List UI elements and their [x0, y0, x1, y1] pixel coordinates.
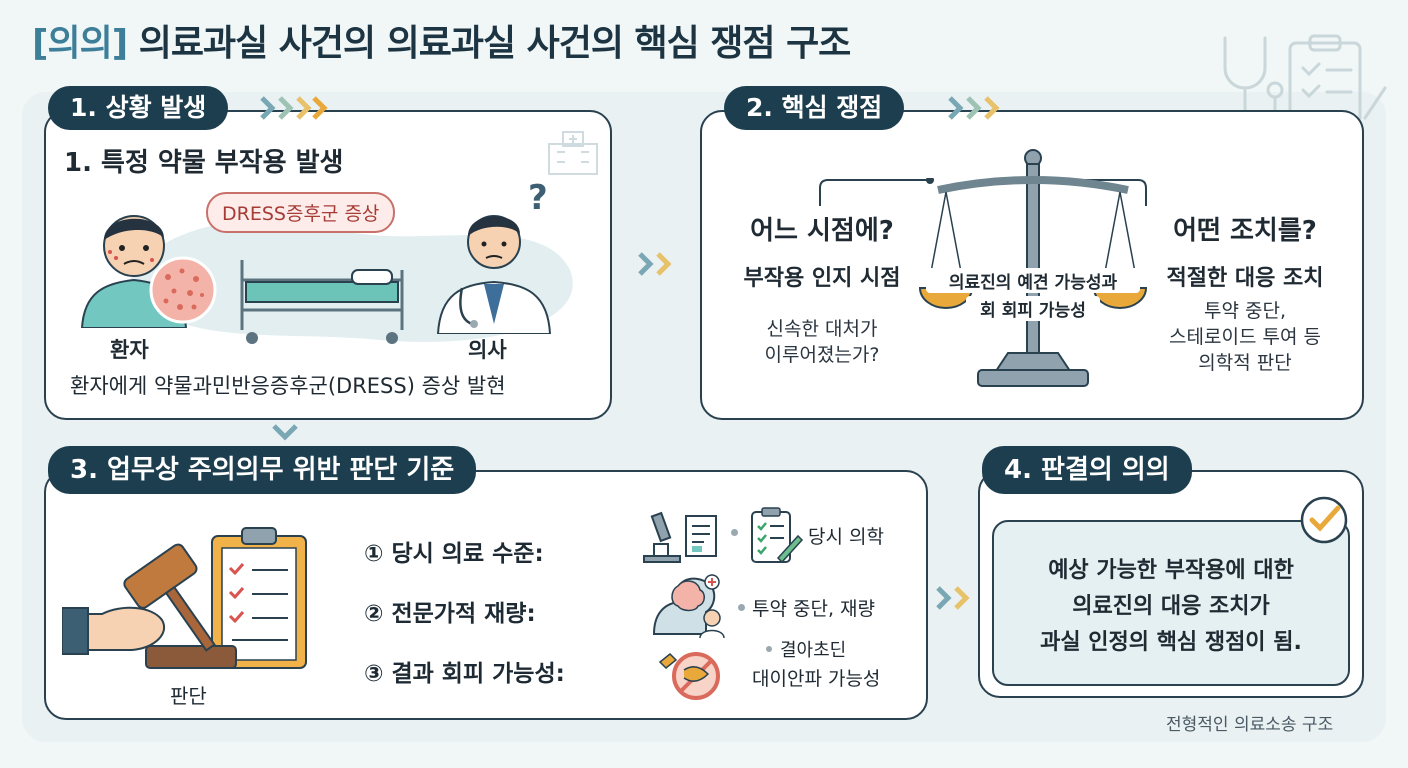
situation-heading: 1. 특정 약물 부작용 발생 — [64, 148, 344, 178]
bullet-dot — [731, 529, 738, 536]
hospital-bed-icon — [240, 260, 404, 344]
note-avoidability-line1: 결아초딘 — [780, 640, 847, 661]
criteria-pill: 3. 업무상 주의의무 위반 판단 기준 — [48, 446, 477, 494]
what-line2: 스테로이드 투여 등 — [1169, 326, 1321, 348]
rash-magnifier-icon — [149, 256, 217, 324]
core-issue-pill: 2. 핵심 쟁점 — [724, 86, 905, 130]
brain-icon — [652, 574, 725, 638]
note-medical-standard: 당시 의학 — [808, 526, 884, 548]
chevron-right-icon — [948, 96, 1000, 120]
when-subtitle: 부작용 인지 시점 — [743, 266, 901, 291]
no-entry-icon — [658, 652, 720, 700]
significance-line3: 과실 인정의 핵심 쟁점이 됨. — [1040, 630, 1302, 655]
hospital-icon — [548, 131, 598, 175]
title-tag: [의의] — [32, 23, 128, 64]
chevron-right-icon — [638, 252, 672, 276]
page-title: [의의] 의료과실 사건의 의료과실 사건의 핵심 쟁점 구조 — [32, 14, 852, 66]
criterion-medical-standard: ① 당시 의료 수준: — [364, 541, 544, 567]
when-line1: 신속한 대처가 — [766, 318, 878, 340]
doctor-illustration — [436, 215, 552, 334]
gavel-label: 판단 — [170, 684, 207, 708]
significance-pill: 4. 판결의 의의 — [982, 446, 1192, 494]
foreseeability-line2: 회 회피 가능성 — [966, 296, 1100, 321]
microscope-icon — [643, 511, 717, 563]
what-subtitle: 적절한 대응 조치 — [1166, 266, 1324, 291]
criterion-avoidability: ③ 결과 회피 가능성: — [364, 661, 565, 687]
footer-caption: 전형적인 의료소송 구조 — [1166, 715, 1334, 735]
bullet-dot — [766, 646, 772, 652]
foreseeability-line1: 의료진의 예견 가능성과 — [926, 268, 1140, 293]
what-line1: 투약 중단, — [1204, 300, 1286, 322]
doctor-question-mark: ? — [528, 178, 548, 218]
patient-label: 환자 — [110, 338, 149, 362]
significance-line1: 예상 가능한 부작용에 대한 — [1048, 558, 1294, 583]
chevron-right-icon — [260, 96, 328, 120]
note-expert-discretion: 투약 중단, 재량 — [752, 598, 875, 620]
what-line3: 의학적 판단 — [1198, 352, 1292, 374]
gavel-clipboard-illustration — [62, 527, 307, 669]
what-question: 어떤 조치를? — [1173, 216, 1317, 246]
significance-box — [992, 520, 1350, 686]
chevron-right-icon — [936, 586, 970, 610]
bubble-suffix: 증후군 증상 — [285, 203, 380, 225]
checklist-icon — [751, 507, 804, 564]
criterion-expert-discretion: ② 전문가적 재량: — [364, 601, 536, 627]
note-avoidability-line2: 대이안파 가능성 — [752, 668, 881, 690]
situation-pill: 1. 상황 발생 — [48, 86, 229, 130]
when-question: 어느 시점에? — [750, 216, 894, 246]
symptom-bubble: DRESS증후군 증상 — [206, 192, 396, 233]
chevron-down-icon — [272, 424, 298, 441]
doctor-label: 의사 — [468, 338, 507, 362]
situation-caption: 환자에게 약물과민반응증후군(DRESS) 증상 발현 — [70, 374, 506, 398]
bubble-prefix: DRESS — [222, 203, 286, 225]
checkmark-badge-icon — [1300, 496, 1348, 544]
significance-line2: 의료진의 대응 조치가 — [1072, 594, 1270, 619]
bullet-dot — [738, 604, 745, 611]
title-text: 의료과실 사건의 의료과실 사건의 핵심 쟁점 구조 — [138, 23, 852, 64]
connector-lines — [819, 178, 1147, 206]
when-line2: 이루어졌는가? — [764, 344, 880, 366]
